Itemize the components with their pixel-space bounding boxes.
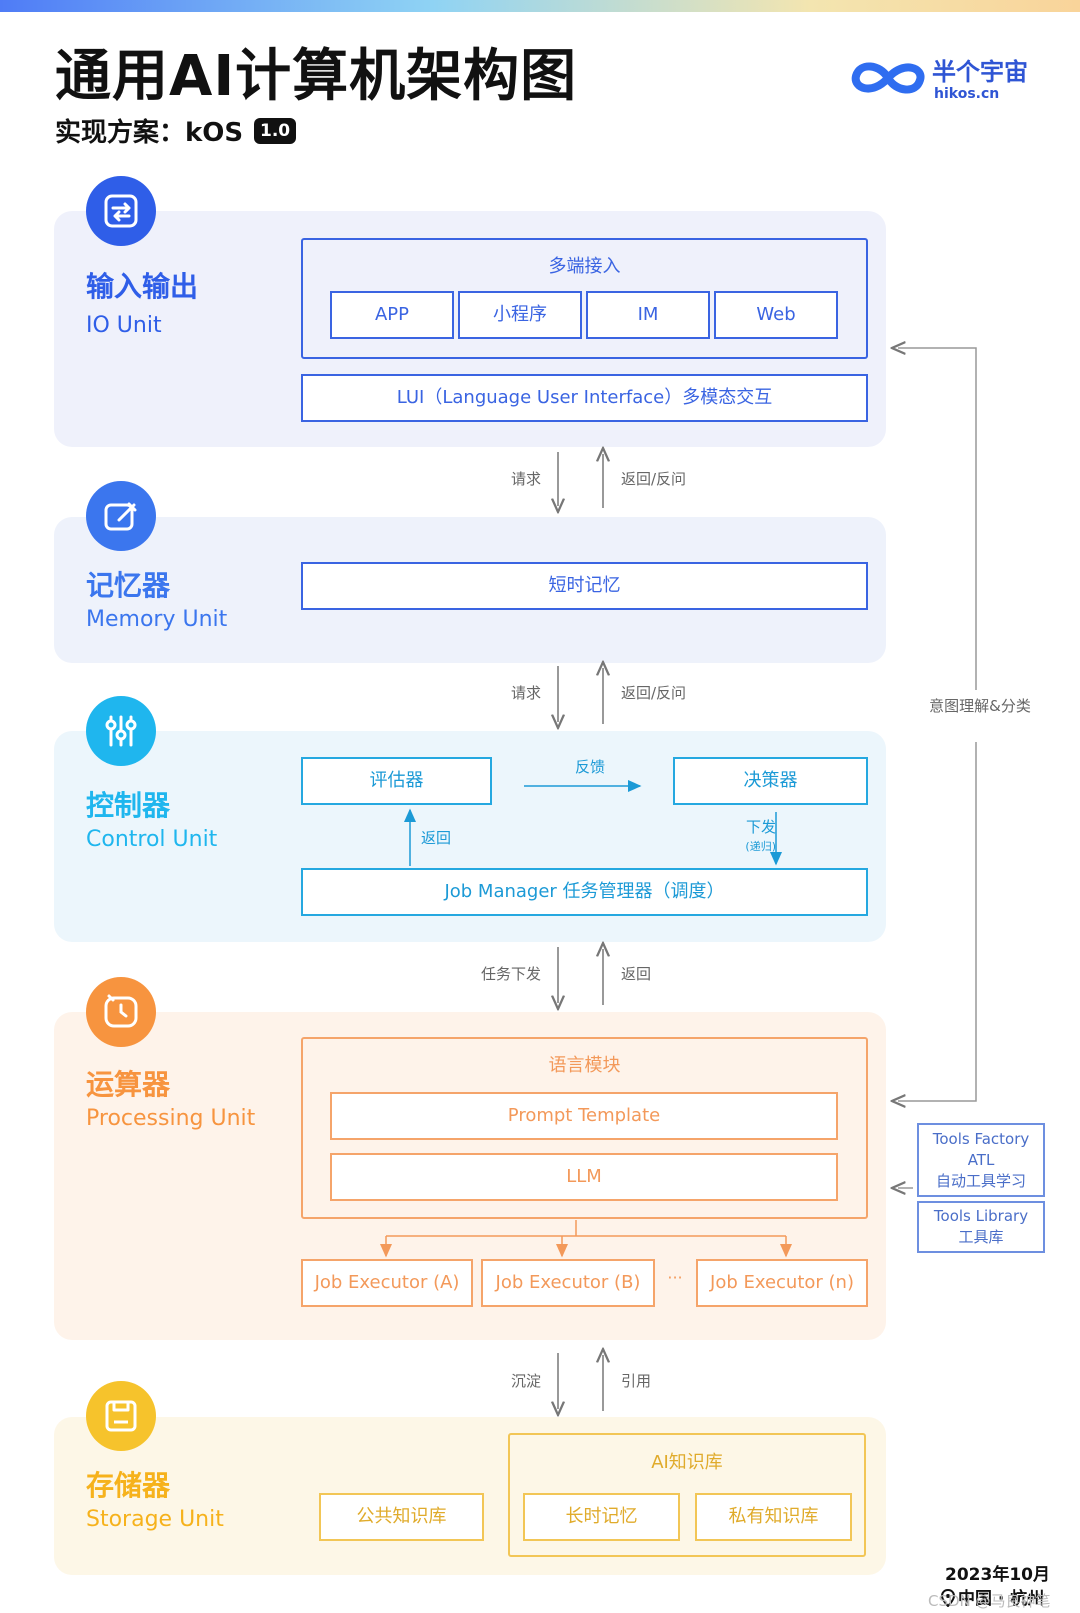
private-kb-box: 私有知识库 xyxy=(695,1493,852,1541)
return-label: 返回 xyxy=(421,829,452,847)
clock-cycle-icon xyxy=(86,977,156,1047)
decider-box: 决策器 xyxy=(673,757,868,805)
page-subtitle: 实现方案：kOS xyxy=(55,118,244,148)
control-unit-title-cn: 控制器 xyxy=(86,789,171,822)
storage-unit-title-en: Storage Unit xyxy=(86,1507,224,1532)
sliders-icon xyxy=(86,696,156,766)
mem-ctl-request-label: 请求 xyxy=(510,684,541,702)
endpoint-app: APP xyxy=(330,291,454,339)
edit-icon xyxy=(86,481,156,551)
intent-loop-arrows xyxy=(898,348,977,1188)
vertical-arrows xyxy=(558,452,603,1411)
infinity-logo-icon xyxy=(851,62,925,94)
ctl-proc-return-label: 返回 xyxy=(621,965,652,983)
memory-unit-title-cn: 记忆器 xyxy=(86,569,171,602)
executor-branch-arrows xyxy=(380,1220,792,1258)
io-unit-title-en: IO Unit xyxy=(86,313,162,338)
processing-unit-title-cn: 运算器 xyxy=(86,1068,171,1101)
logo-url: hikos.cn xyxy=(934,86,1000,102)
multi-access-frame xyxy=(301,238,868,359)
tools-library-line-1: Tools Library xyxy=(933,1207,1029,1225)
footer-place: 中国 · 杭州 xyxy=(958,1589,1045,1609)
dispatch-label: 下发 xyxy=(745,818,776,836)
endpoint-web: Web xyxy=(714,291,838,339)
control-unit-title-en: Control Unit xyxy=(86,827,218,852)
language-module-label: 语言模块 xyxy=(548,1055,621,1076)
evaluator-box: 评估器 xyxy=(301,757,492,805)
public-kb-box: 公共知识库 xyxy=(319,1493,484,1541)
page-title: 通用AI计算机架构图 xyxy=(55,44,578,109)
tools-factory-line-3: 自动工具学习 xyxy=(935,1171,1026,1190)
job-executor-n: Job Executor (n) xyxy=(696,1259,868,1307)
executor-ellipsis: ··· xyxy=(667,1268,683,1287)
watermark: CSDN @马良神笔 xyxy=(928,1592,1051,1610)
tools-library-line-2: 工具库 xyxy=(958,1228,1004,1246)
job-executor-b: Job Executor (B) xyxy=(481,1259,655,1307)
prompt-template-box: Prompt Template xyxy=(330,1092,838,1140)
proc-sto-cite-label: 引用 xyxy=(621,1372,652,1390)
tools-library-box: Tools Library 工具库 xyxy=(917,1201,1045,1253)
ai-kb-frame xyxy=(508,1433,866,1557)
storage-unit-title-cn: 存储器 xyxy=(86,1469,171,1502)
lui-box: LUI（Language User Interface）多模态交互 xyxy=(301,374,868,422)
ai-kb-label: AI知识库 xyxy=(651,1452,723,1473)
footer-date: 2023年10月 xyxy=(945,1565,1050,1585)
save-icon xyxy=(86,1381,156,1451)
intent-label: 意图理解&分类 xyxy=(920,697,1040,715)
tools-factory-box: Tools Factory ATL 自动工具学习 xyxy=(917,1123,1045,1197)
ctl-proc-dispatch-label: 任务下发 xyxy=(480,965,541,983)
proc-sto-settle-label: 沉淀 xyxy=(510,1372,541,1390)
feedback-label: 反馈 xyxy=(574,758,605,776)
version-badge: 1.0 xyxy=(254,118,297,144)
tools-factory-line-1: Tools Factory xyxy=(932,1129,1030,1148)
multi-access-label: 多端接入 xyxy=(548,256,621,277)
language-module-frame xyxy=(301,1037,868,1219)
io-unit-title-cn: 输入输出 xyxy=(86,270,199,303)
io-mem-return-label: 返回/反问 xyxy=(621,470,687,488)
endpoint-im: IM xyxy=(586,291,710,339)
exchange-icon xyxy=(86,176,156,246)
io-mem-request-label: 请求 xyxy=(510,470,541,488)
endpoint-mini-program: 小程序 xyxy=(458,291,582,339)
tools-factory-line-2: ATL xyxy=(967,1150,995,1169)
processing-unit-title-en: Processing Unit xyxy=(86,1106,256,1131)
memory-unit-title-en: Memory Unit xyxy=(86,607,228,632)
llm-box: LLM xyxy=(330,1153,838,1201)
long-term-memory-box: 长时记忆 xyxy=(523,1493,680,1541)
control-arrows xyxy=(404,780,782,866)
logo-name: 半个宇宙 xyxy=(932,58,1028,86)
recursive-label: (递归) xyxy=(745,840,776,853)
short-term-memory-box: 短时记忆 xyxy=(301,562,868,610)
location-pin-icon xyxy=(941,1589,955,1607)
job-executor-a: Job Executor (A) xyxy=(301,1259,473,1307)
job-manager-box: Job Manager 任务管理器（调度） xyxy=(301,868,868,916)
top-gradient-bar xyxy=(0,0,1080,12)
mem-ctl-return-label: 返回/反问 xyxy=(621,684,687,702)
